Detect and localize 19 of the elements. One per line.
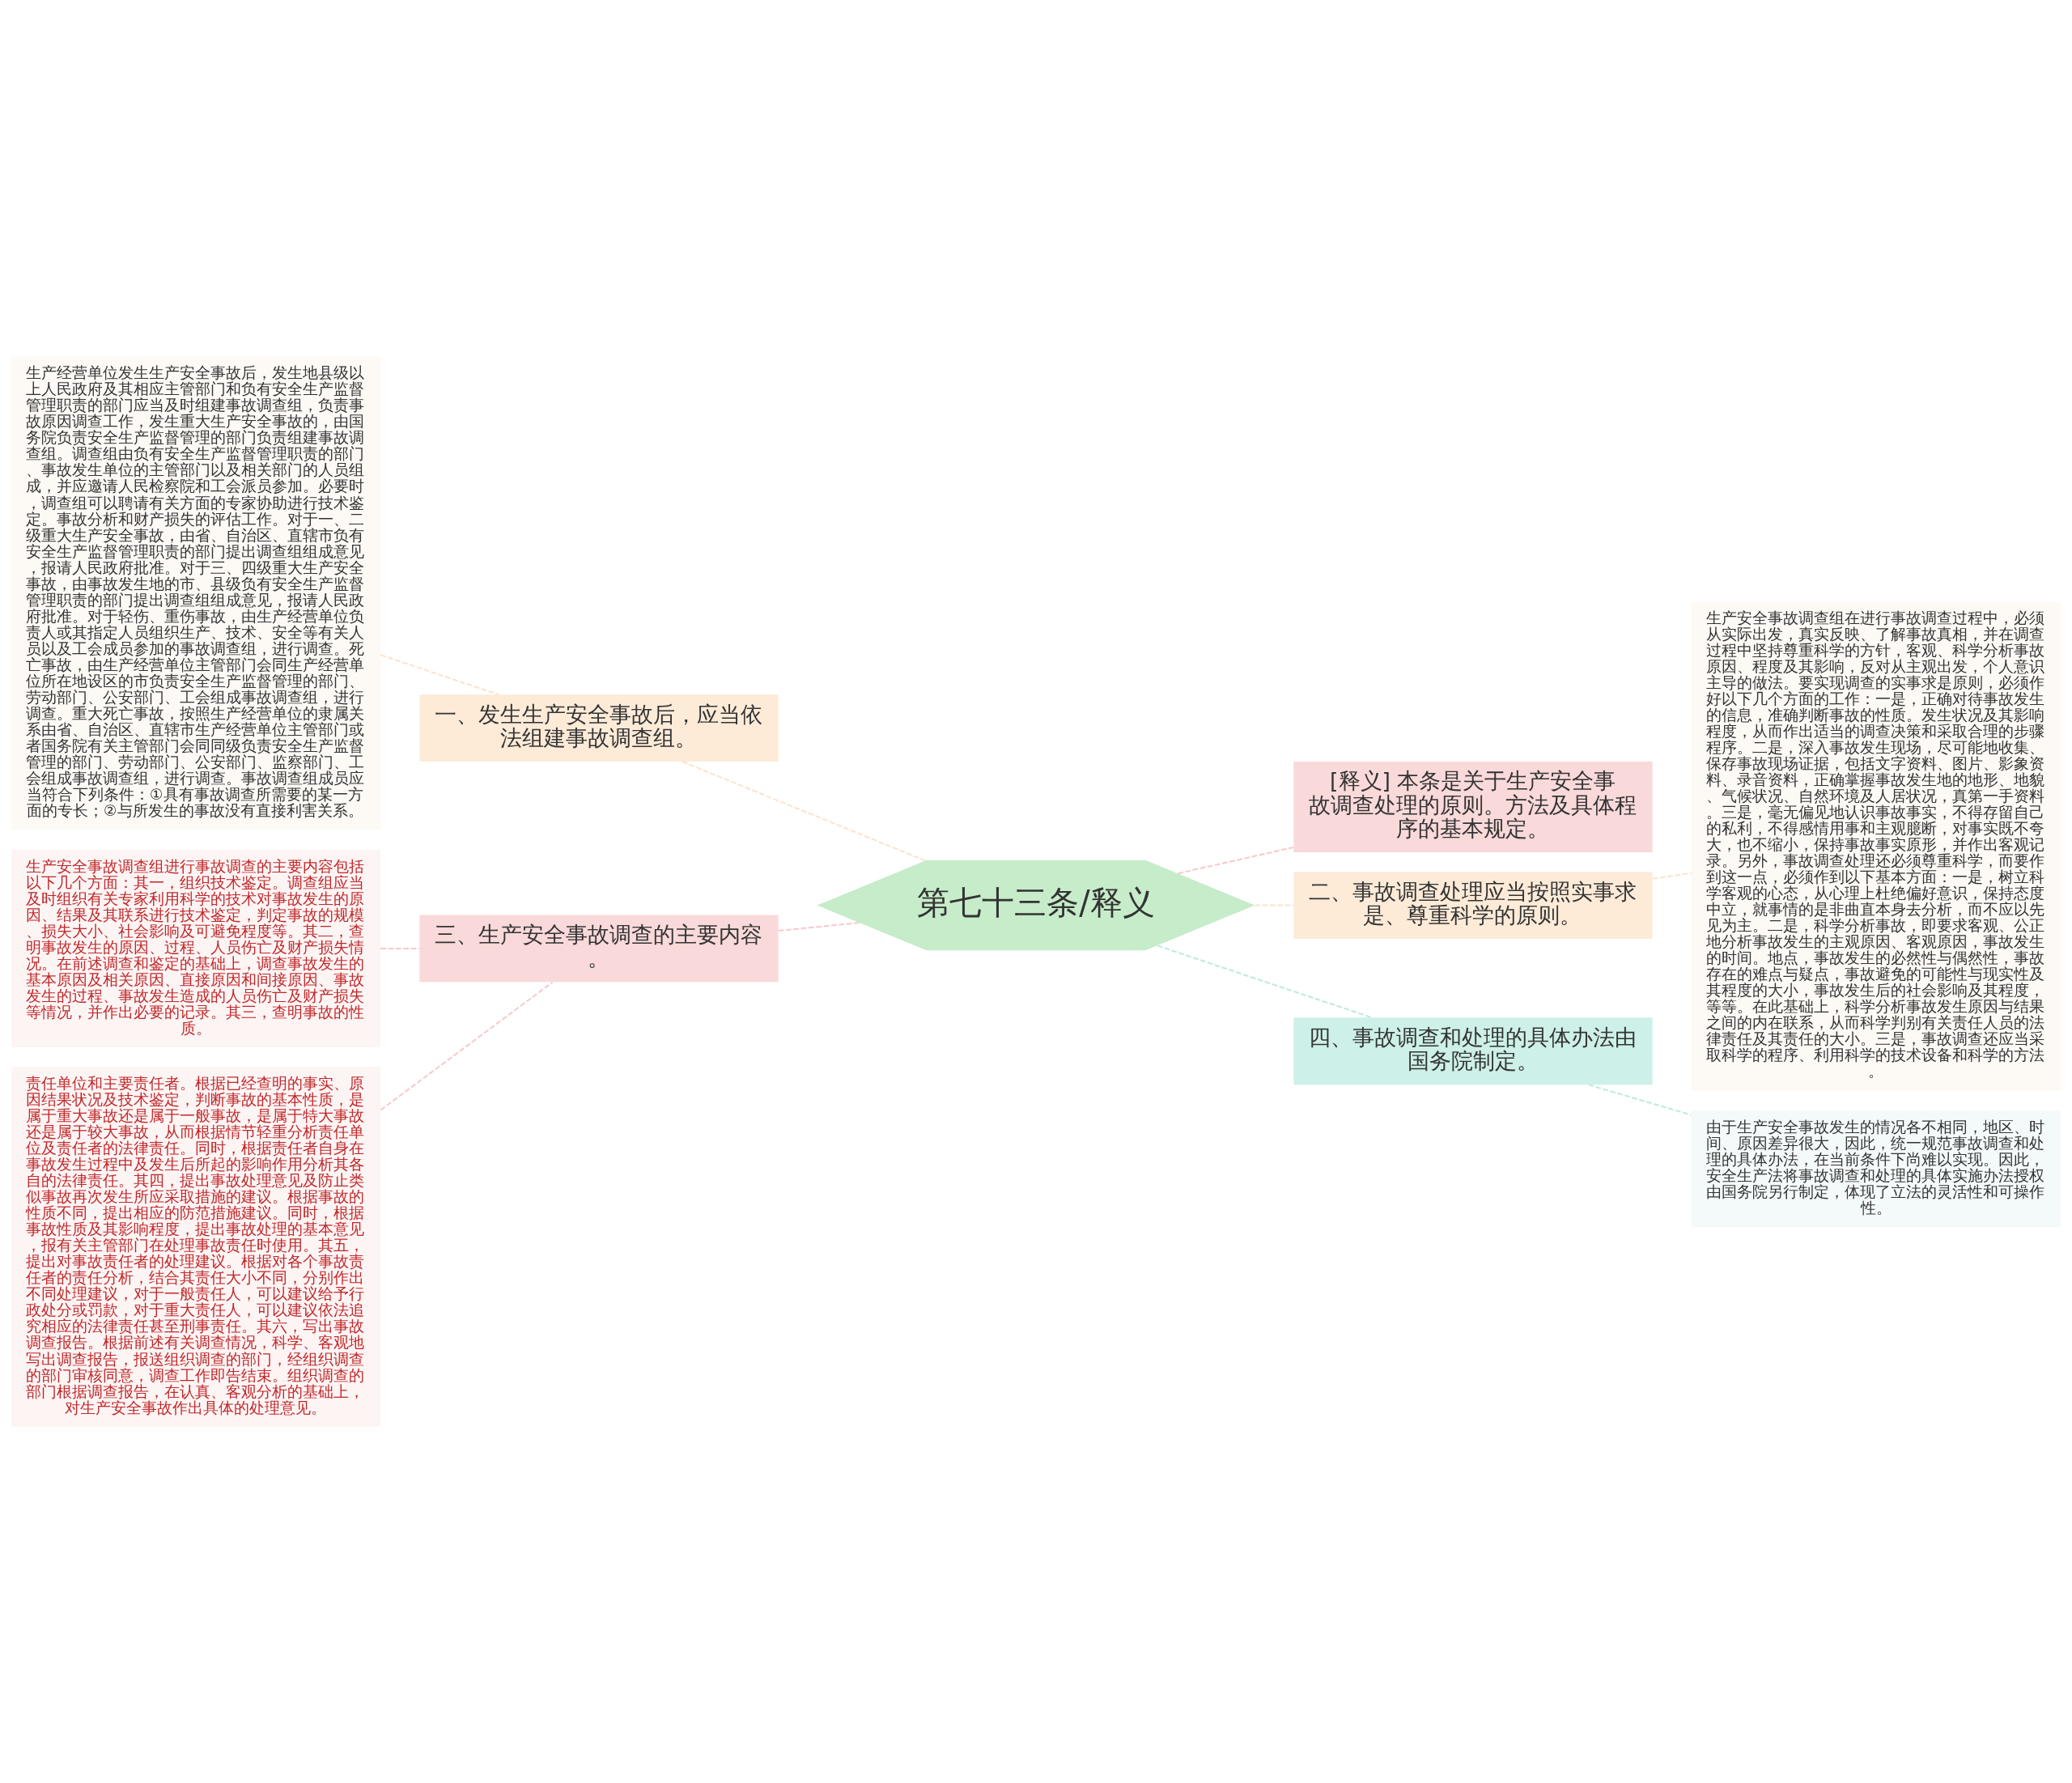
node-box: 一、发生生产安全事故后，应当依法组建事故调查组。 xyxy=(419,694,779,762)
connector xyxy=(1587,1084,1692,1116)
connector xyxy=(380,654,499,696)
node-box: [释义] 本条是关于生产安全事故调查处理的原则。方法及具体程序的基本规定。 xyxy=(1293,761,1653,853)
connector xyxy=(1177,846,1295,875)
connector xyxy=(777,922,860,932)
connector xyxy=(380,947,421,949)
node-box: 二、事故调查处理应当按照实事求是、尊重科学的原则。 xyxy=(1293,872,1653,939)
node-box: 生产安全事故调查组在进行事故调查过程中，必须从实际出发，真实反映、了解事故真相，并在调查过程中坚持尊重科学的方针，客观、科学分析事故原因、程度及其影响，反对从主观出发，个人意识主导的做法。要实现调查的实事求是原则，必须作好以下几个方面的工作：一是，正确对待事故发生的信息，准确判断事故的性质。发生状况及其影响程度，从而作出适当的调查决策和采取合理的步骤程序。二是，深入事故发生现场，尽可能地收集、保存事故现场证据，包括文字资料、图片、影象资料、录音资料，正确掌握事故发生地的地形、地貌、气候状况、自然环境及人居状况，真第一手资料。三是，毫无偏见地认识事故事实，不得存留自己的私利，不得感情用事和主观臆断，对事实既不夸大，也不缩小，保持事故事实原形，并作出客观记录。另外，事故调查处理还必须尊重科学，而要作到这一点，必须作到以下基本方面：一是，树立科学客观的心态，从心理上杜绝偏好意识，保持态度中立，就事情的是非曲直本身去分析，而不应以先见为主。二是，科学分析事故，即要求客观、公正地分析事故发生的主观原因、客观原因，事故发生的时间。地点，事故发生的必然性与偶然性，事故存在的难点与疑点，事故避免的可能性与现实性及其程度的大小，事故发生后的社会影响及其程度，等等。在此基础上，科学分析事故发生原因与结果之间的内在联系，从而科学判别有关责任人员的法律责任及其责任的大小。三是，事故调查还应当采取科学的程序、利用科学的技术设备和科学的方法。 xyxy=(1691,601,2061,1091)
node-box: 责任单位和主要责任者。根据已经查明的事实、原因结果状况及技术鉴定，判断事故的基本性质，是属于重大事故还是属于一般事故，是属于特大事故还是属于较大事故，从而根据情节轻重分析责任单位及责任者的法律责任。同时，根据责任者自身在事故发生过程中及发生后所起的影响作用分析其各自的法律责任。其四，提出事故处理意见及防止类似事故再次发生所应采取措施的建议。根据事故的性质不同，提出相应的防范措施建议。同时，根据事故性质及其影响程度，提出事故处理的基本意见，报有关主管部门在处理事故责任时使用。其五，提出对事故责任者的处理建议。根据对各个事故责任者的责任分析，结合其责任大小不同，分别作出不同处理建议，对于一般责任人，可以建议给予行政处分或罚款，对于重大责任人，可以建议依法追究相应的法律责任甚至刑事责任。其六，写出事故调查报告。根据前述有关调查情况，科学、客观地写出调查报告，报送组织调查的部门，经组织调查的部门审核同意，调查工作即告结束。组织调查的部门根据调查报告，在认真、客观分析的基础上，对生产安全事故作出具体的处理意见。 xyxy=(11,1067,381,1427)
connector xyxy=(1651,872,1692,880)
connector xyxy=(1254,904,1295,906)
node-box: 三、生产安全事故调查的主要内容。 xyxy=(419,915,779,983)
node-box: 四、事故调查和处理的具体办法由国务院制定。 xyxy=(1293,1017,1653,1085)
connector xyxy=(681,761,926,862)
node-box: 由于生产安全事故发生的情况各不相同，地区、时间、原因差异很大，因此，统一规范事故调查和处理的具体办法，在当前条件下尚难以实现。因此，安全生产法将事故调查和处理的具体实施办法授权由国务院另行制定，体现了立法的灵活性和可操作性。 xyxy=(1691,1110,2061,1228)
node-box: 生产经营单位发生生产安全事故后，发生地县级以上人民政府及其相应主管部门和负有安全生产监督管理职责的部门应当及时组建事故调查组，负责事故原因调查工作，发生重大生产安全事故的，由国务院负责安全生产监督管理的部门负责组建事故调查组。调查组由负有安全生产监督管理职责的部门、事故发生单位的主管部门以及相关部门的人员组成，并应邀请人民检察院和工会派员参加。必要时，调查组可以聘请有关方面的专家协助进行技术鉴定。事故分析和财产损失的评估工作。对于一、二级重大生产安全事故，由省、自治区、直辖市负有安全生产监督管理职责的部门提出调查组组成意见，报请人民政府批准。对于三、四级重大生产安全事故，由事故发生地的市、县级负有安全生产监督管理职责的部门提出调查组组成意见，报请人民政府批准。对于轻伤、重伤事故，由生产经营单位负责人或其指定人员组织生产、技术、安全等有关人员以及工会成员参加的事故调查组，进行调查。死亡事故，由生产经营单位主管部门会同生产经营单位所在地设区的市负责安全生产监督管理的部门、劳动部门、公安部门、工会组成事故调查组，进行调查。重大死亡事故，按照生产经营单位的隶属关系由省、自治区、直辖市生产经营单位主管部门或者国务院有关主管部门会同同级负责安全生产监督管理的部门、劳动部门、公安部门、监察部门、工会组成事故调查组，进行调查。事故调查组成员应当符合下列条件：①具有事故调查所需要的某一方面的专长；②与所发生的事故没有直接利害关系。 xyxy=(11,356,381,830)
node-box: 生产安全事故调查组进行事故调查的主要内容包括以下几个方面：其一，组织技术鉴定。调查组应当及时组织有关专家利用科学的技术对事故发生的原因、结果及其联系进行技术鉴定，判定事故的规模、损失大小、社会影响及可避免程度等。其二，查明事故发生的原因、过程、人员伤亡及财产损失情况。在前述调查和鉴定的基础上，调查事故发生的基本原因及相关原因、直接原因和间接原因、事故发生的过程、事故发生造成的人员伤亡及财产损失等情况，并作出必要的记录。其三，查明事故的性质。 xyxy=(11,849,381,1048)
connector xyxy=(380,981,554,1111)
